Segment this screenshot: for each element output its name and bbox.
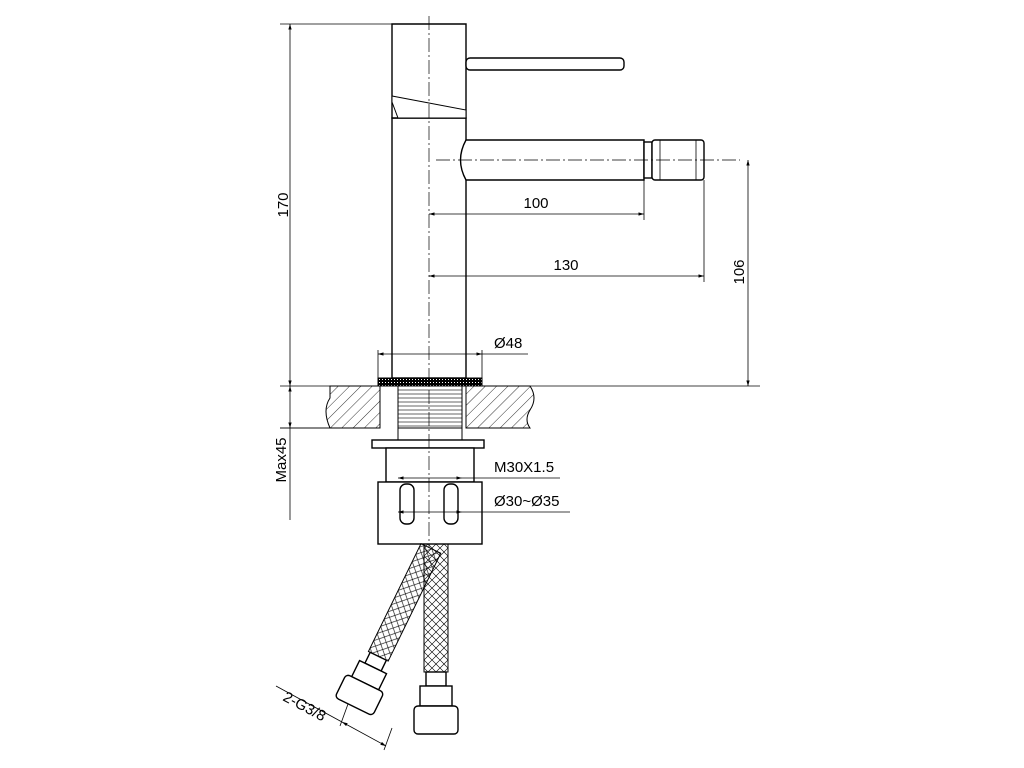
mounting-nut <box>371 439 485 545</box>
flexible-hose-right <box>413 543 459 735</box>
label-height-total: 170 <box>275 192 292 217</box>
label-overall-reach: 130 <box>553 257 578 274</box>
threaded-shank <box>397 385 463 441</box>
knurled-base-ring <box>377 377 483 387</box>
dimension-hole-diameter: Ø30~Ø35 <box>398 493 570 514</box>
label-spout-height: 106 <box>731 259 748 284</box>
dimension-spout-height: 106 <box>731 160 750 386</box>
label-base-diameter: Ø48 <box>494 335 522 352</box>
label-hole-diameter: Ø30~Ø35 <box>494 493 559 510</box>
dimension-spout-reach: 100 <box>429 180 645 220</box>
dimension-overall-reach: 130 <box>429 180 705 282</box>
dimension-thread: M30X1.5 <box>398 459 560 480</box>
label-max-deck: Max45 <box>273 437 290 482</box>
label-thread: M30X1.5 <box>494 459 554 476</box>
dimension-total-height: 170 <box>275 23 392 386</box>
label-hose-connection: 2-G3/8 <box>280 689 328 726</box>
countertop-section <box>280 385 760 429</box>
dimension-base-diameter: Ø48 <box>377 335 528 378</box>
flexible-hose-left <box>335 542 442 716</box>
dimension-max-deck: Max45 <box>273 386 330 520</box>
label-spout-reach: 100 <box>523 195 548 212</box>
centerlines <box>428 16 740 548</box>
